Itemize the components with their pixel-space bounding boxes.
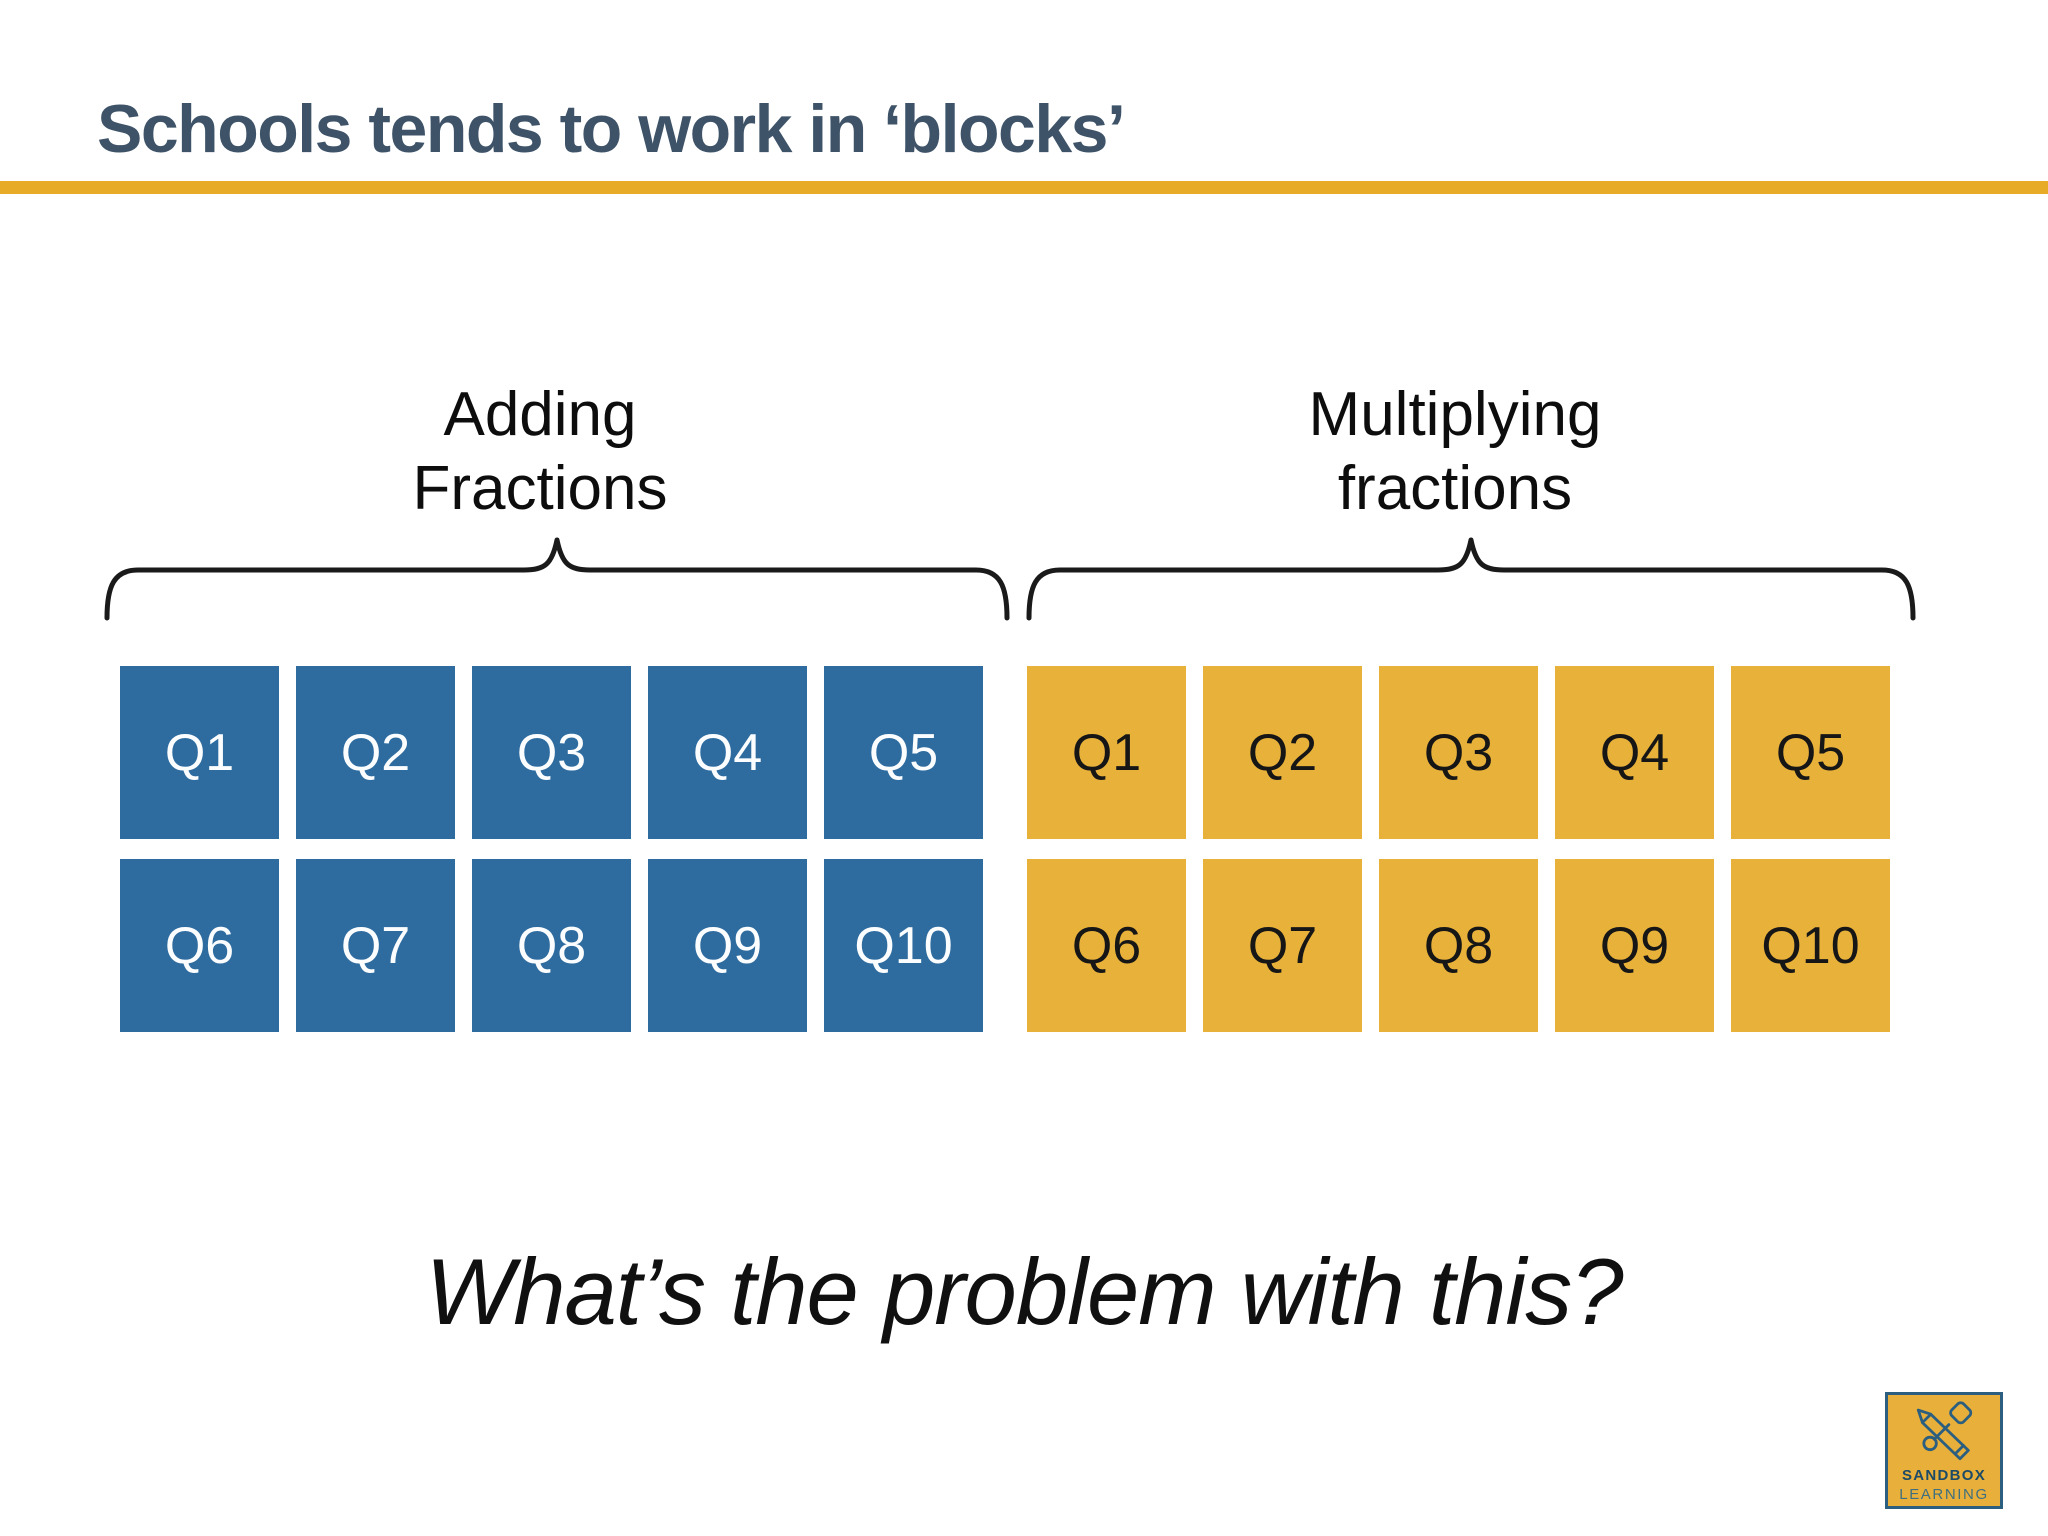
group-label-adding-fractions: Adding Fractions — [240, 378, 840, 526]
question-block: Q8 — [472, 859, 631, 1032]
question-block: Q7 — [1203, 859, 1362, 1032]
logo-wordmark-line2: LEARNING — [1899, 1486, 1989, 1503]
group-label-line1: Multiplying — [1308, 380, 1602, 449]
question-block: Q1 — [1027, 666, 1186, 839]
brace-icon — [104, 537, 1010, 621]
question-block: Q3 — [472, 666, 631, 839]
question-block: Q10 — [824, 859, 983, 1032]
question-block: Q4 — [1555, 666, 1714, 839]
question-block: Q2 — [1203, 666, 1362, 839]
group-label-multiplying-fractions: Multiplying fractions — [1155, 378, 1755, 526]
question-block: Q5 — [1731, 666, 1890, 839]
question-block: Q6 — [120, 859, 279, 1032]
group-label-line1: Adding — [443, 380, 637, 449]
question-block: Q8 — [1379, 859, 1538, 1032]
slide-title: Schools tends to work in ‘blocks’ — [97, 91, 1126, 167]
question-block: Q4 — [648, 666, 807, 839]
question-block: Q7 — [296, 859, 455, 1032]
question-block: Q6 — [1027, 859, 1186, 1032]
pencil-spade-crossed-icon — [1916, 1401, 1973, 1461]
question-block: Q10 — [1731, 859, 1890, 1032]
question-text: What’s the problem with this? — [425, 1239, 1623, 1344]
sandbox-learning-logo: SANDBOX LEARNING — [1885, 1392, 2003, 1509]
question-block: Q1 — [120, 666, 279, 839]
group-label-line2: fractions — [1337, 454, 1573, 523]
question-block: Q5 — [824, 666, 983, 839]
brace-icon — [1026, 537, 1916, 621]
question-block: Q9 — [648, 859, 807, 1032]
accent-rule — [0, 181, 2048, 194]
question-block: Q3 — [1379, 666, 1538, 839]
group-label-line2: Fractions — [412, 454, 668, 523]
question-block: Q9 — [1555, 859, 1714, 1032]
logo-wordmark-line1: SANDBOX — [1901, 1467, 1987, 1484]
question-block: Q2 — [296, 666, 455, 839]
